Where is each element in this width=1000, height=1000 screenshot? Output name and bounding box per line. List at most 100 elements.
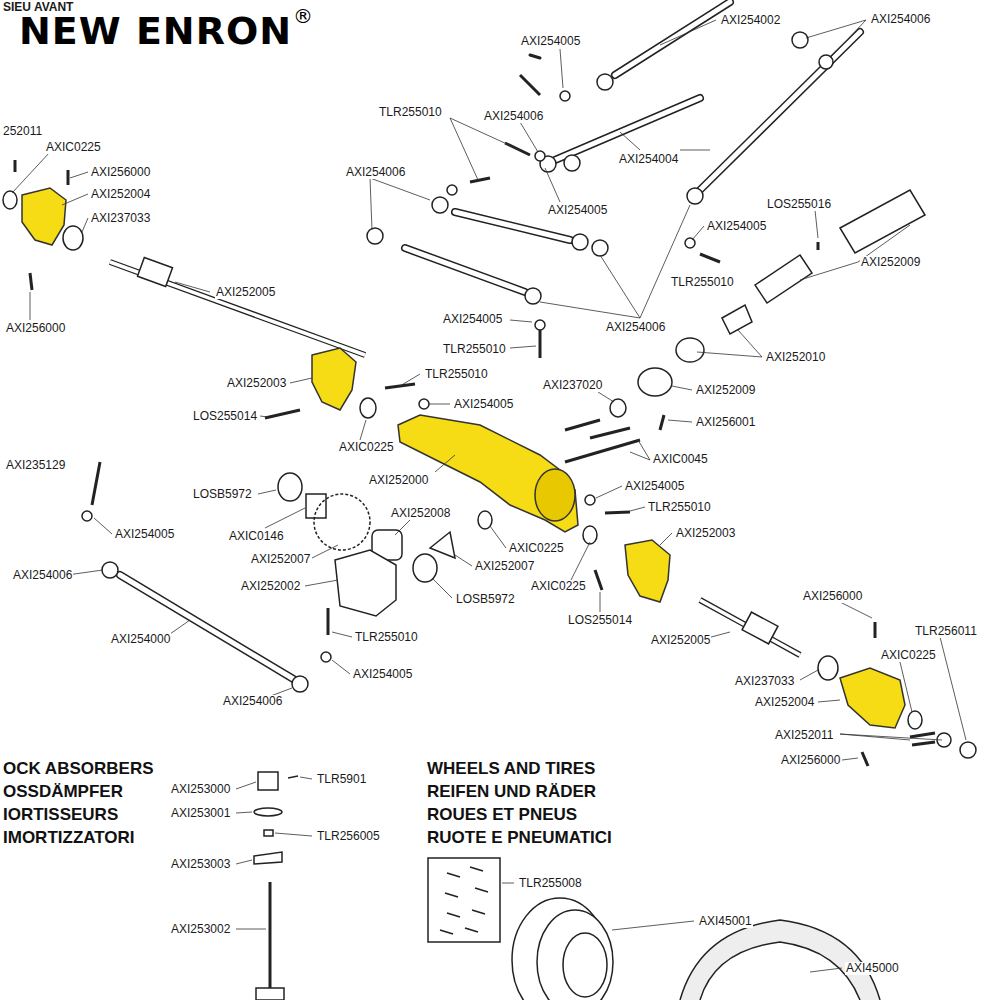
leader-lines-shape — [800, 670, 818, 680]
leader-lines-shape — [175, 282, 210, 292]
link-rods-shape — [405, 248, 525, 292]
shock-absorber — [254, 772, 298, 1000]
section-heading: IORTISSEURS — [2, 806, 119, 824]
bearings-shape — [3, 191, 17, 209]
wheel-and-tire-shape — [470, 867, 483, 871]
part-number: AXI254005 — [520, 35, 581, 48]
leader-lines-shape — [450, 118, 478, 180]
part-number: LOS255014 — [192, 410, 258, 423]
drive-shaft-shape — [638, 368, 672, 396]
part-number: AXI237020 — [542, 379, 603, 392]
part-number: AXI235129 — [5, 459, 66, 472]
leader-lines-shape — [900, 662, 912, 712]
part-number: AXI252004 — [754, 696, 815, 709]
part-number: AXI252011 — [774, 729, 835, 742]
part-number: AXIC0225 — [45, 141, 102, 154]
drive-shaft — [638, 190, 925, 396]
screws-shape — [862, 752, 868, 766]
part-number: AXI253002 — [170, 923, 231, 936]
screws-shape — [30, 273, 32, 290]
shock-absorber-shape — [269, 882, 272, 988]
differential-shape — [335, 550, 396, 616]
part-number: AXI237033 — [90, 212, 151, 225]
part-number: AXI254006 — [870, 13, 931, 26]
leader-lines-shape — [800, 262, 858, 280]
part-number: AXI253001 — [170, 807, 231, 820]
link-rods-shape — [405, 248, 525, 292]
part-number: AXI252009 — [695, 384, 756, 397]
leader-lines-shape — [290, 378, 312, 383]
part-number: AXI45001 — [698, 915, 753, 928]
section-heading: OSSDÄMPFER — [2, 783, 124, 801]
part-number: AXI254005 — [706, 220, 767, 233]
bearings-shape — [908, 711, 922, 729]
wheel-and-tire-shape — [475, 888, 488, 892]
wheel-and-tire-shape — [447, 913, 460, 917]
shock-absorber-shape — [256, 988, 284, 1000]
screws-shape — [700, 254, 720, 262]
wheel-and-tire-shape — [700, 942, 860, 1000]
rod-ends-shape — [685, 238, 695, 248]
leader-lines-shape — [520, 122, 538, 152]
axle-shafts-shape — [742, 612, 778, 644]
leader-lines-shape — [940, 637, 966, 740]
wheel-and-tire-shape — [428, 858, 500, 942]
part-number: LOSB5972 — [192, 488, 253, 501]
link-rods-shape — [700, 32, 860, 190]
leader-lines-shape — [502, 883, 514, 884]
part-number: AXI252007 — [250, 553, 311, 566]
part-number: AXIC0045 — [652, 453, 709, 466]
wheel-and-tire-shape — [472, 910, 485, 914]
leader-lines-shape — [680, 150, 710, 151]
part-number: TLR256005 — [316, 830, 381, 843]
leader-lines-shape — [738, 330, 762, 357]
rod-ends-shape — [447, 185, 457, 195]
shock-absorber-shape — [264, 830, 273, 836]
part-number: AXI252005 — [650, 634, 711, 647]
part-number: AXI252000 — [368, 474, 429, 487]
section-heading: RUOTE E PNEUMATICI — [426, 829, 613, 847]
rod-ends-shape — [535, 320, 545, 330]
rod-ends-shape — [585, 495, 595, 505]
leader-lines-shape — [600, 592, 601, 612]
leader-lines-shape — [400, 374, 420, 386]
leader-lines-shape — [815, 210, 818, 238]
part-number: AXIC0225 — [508, 542, 565, 555]
axle-shafts-shape — [700, 600, 800, 655]
leader-lines-shape — [332, 660, 350, 674]
leader-lines-shape — [612, 921, 694, 930]
part-number: AXI45000 — [845, 962, 900, 975]
leader-lines-shape — [12, 152, 50, 193]
drive-shaft-shape — [722, 305, 752, 334]
part-number: AXI254006 — [483, 110, 544, 123]
part-number: AXI252003 — [675, 527, 736, 540]
part-number: AXI254005 — [453, 398, 514, 411]
part-number: TLR5901 — [316, 773, 367, 786]
leader-lines-shape — [668, 420, 692, 422]
part-number: AXI252009 — [860, 256, 921, 269]
rod-ends-shape — [792, 32, 808, 48]
part-number: TLR255010 — [424, 368, 489, 381]
screws-shape — [14, 160, 17, 172]
leader-lines-shape — [598, 392, 614, 402]
leader-lines-shape — [305, 580, 338, 586]
wheel-and-tire-shape — [445, 893, 458, 897]
leader-lines-shape — [450, 118, 520, 150]
shock-absorber-shape — [258, 772, 278, 790]
registered-mark: ® — [292, 6, 314, 27]
axle-shafts-shape — [700, 600, 800, 655]
screws-shape — [660, 415, 664, 430]
screws-shape — [539, 330, 542, 358]
screws-shape — [912, 742, 935, 745]
rod-ends-shape — [535, 151, 545, 161]
link-rods-shape — [555, 98, 700, 160]
leader-lines-shape — [30, 292, 31, 320]
shock-absorber-shape — [254, 808, 282, 816]
part-number: AXI254005 — [547, 204, 608, 217]
rod-ends-shape — [592, 240, 608, 256]
part-number: AXIC0225 — [530, 580, 587, 593]
rod-ends-shape — [564, 155, 580, 171]
wheel-and-tire-shape — [563, 933, 607, 997]
leader-lines-shape — [830, 20, 866, 58]
screws-shape — [817, 242, 820, 250]
